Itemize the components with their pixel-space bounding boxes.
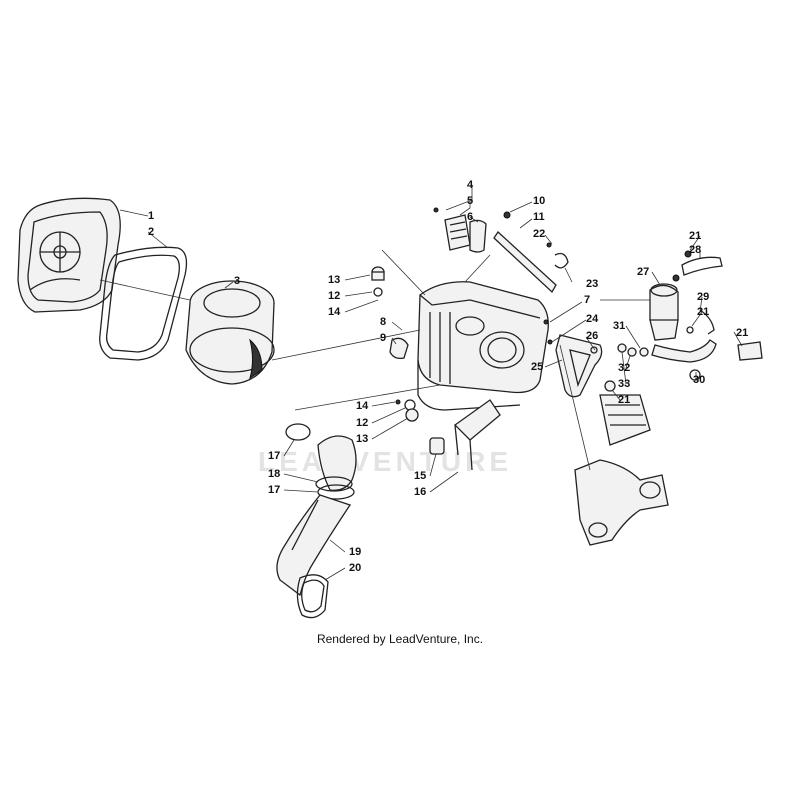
callout-8: 8 — [380, 316, 386, 328]
callout-23: 23 — [586, 278, 598, 290]
render-caption: Rendered by LeadVenture, Inc. — [316, 632, 484, 646]
callout-2: 2 — [148, 226, 154, 238]
clamp-8-9 — [389, 337, 409, 360]
leader-lines — [99, 185, 743, 581]
callout-26: 26 — [586, 330, 598, 342]
mount-bracket — [429, 399, 501, 471]
callout-1: 1 — [148, 210, 154, 222]
callout-11: 11 — [533, 211, 545, 223]
grommet-set-left — [371, 266, 385, 297]
callout-28: 28 — [689, 244, 701, 256]
callout-17-top: 17 — [268, 450, 280, 462]
duct-seal — [296, 574, 329, 619]
callout-19: 19 — [349, 546, 361, 558]
intake-boot — [285, 423, 357, 500]
callout-20: 20 — [349, 562, 361, 574]
callout-17-bottom: 17 — [268, 484, 280, 496]
throttle-manifold — [574, 380, 669, 546]
callout-16: 16 — [414, 486, 426, 498]
callout-21-top: 21 — [689, 230, 701, 242]
callout-10: 10 — [533, 195, 545, 207]
bracket-25-26 — [555, 334, 603, 398]
breather-rod — [493, 211, 557, 294]
callout-14-top: 14 — [328, 306, 341, 318]
callout-5: 5 — [467, 195, 473, 207]
air-box-cover — [17, 197, 121, 313]
callout-31: 31 — [613, 320, 625, 332]
air-filter — [185, 280, 275, 385]
top-hardware — [433, 207, 487, 253]
grommet-set-lower — [395, 399, 419, 422]
callout-7: 7 — [584, 294, 590, 306]
intake-duct — [276, 494, 352, 597]
callout-21-right: 21 — [736, 327, 748, 339]
bolts-7-24 — [543, 319, 553, 345]
callout-29: 29 — [697, 291, 709, 303]
air-box-housing — [417, 281, 549, 411]
callout-3: 3 — [234, 275, 240, 287]
callout-12-top: 12 — [328, 290, 340, 302]
callout-9: 9 — [380, 332, 386, 344]
clip-22-23 — [546, 242, 569, 269]
callout-4: 4 — [467, 179, 474, 191]
watermark: LEADVENTURE — [258, 446, 513, 477]
callout-30: 30 — [693, 374, 705, 386]
callout-27: 27 — [637, 266, 649, 278]
callout-21-bottom: 21 — [618, 394, 630, 406]
callout-33: 33 — [618, 378, 630, 390]
callout-13-lower: 13 — [356, 433, 368, 445]
breather-assembly — [617, 250, 763, 381]
callout-21-mid: 21 — [697, 306, 709, 318]
callout-32: 32 — [618, 362, 630, 374]
callout-25: 25 — [531, 361, 543, 373]
callout-13-top: 13 — [328, 274, 340, 286]
callout-labels: 1 2 3 4 5 6 7 8 9 10 11 22 13 12 14 23 2… — [148, 179, 748, 574]
callout-6: 6 — [467, 211, 473, 223]
callout-12-lower: 12 — [356, 417, 368, 429]
callout-24: 24 — [586, 313, 599, 325]
callout-14-lower: 14 — [356, 400, 369, 412]
callout-22-top: 22 — [533, 228, 545, 240]
callout-18: 18 — [268, 468, 280, 480]
callout-15: 15 — [414, 470, 426, 482]
cover-gasket — [99, 246, 188, 361]
